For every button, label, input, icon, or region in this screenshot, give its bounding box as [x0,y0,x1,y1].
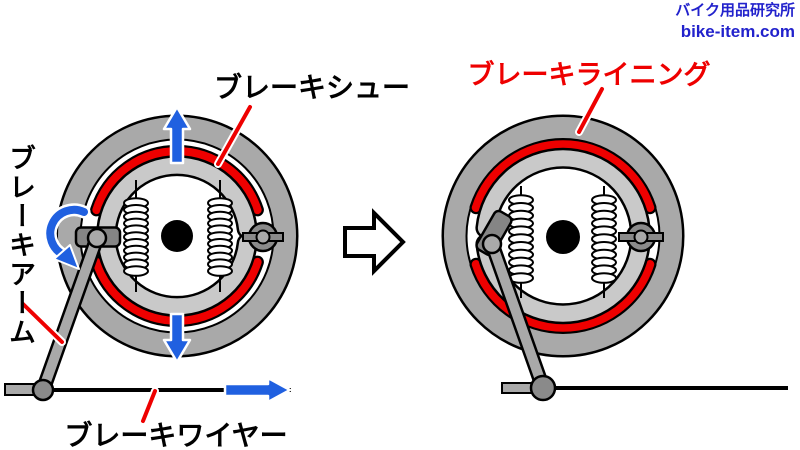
brake-arm [487,239,548,393]
return-spring-left [123,197,149,277]
pointer-lines [19,85,606,425]
return-spring-right [207,197,233,277]
cam-rotation-arrow [43,203,91,270]
arm-wire-joint [529,374,557,402]
brake-lining-label: ブレーキライニング [467,60,711,90]
brake-lining-bottom [471,260,655,332]
wire-pull-arrow [223,376,292,404]
return-spring-right [591,194,617,284]
pointer-line-brake-shoe [216,105,252,166]
arm-cam-joint [481,233,503,255]
axle [161,220,193,252]
brake-shoe-top [477,150,649,236]
brake-shoe-label: ブレーキシュー [213,72,410,103]
brake-arm-label: ブレーキアーム [5,144,35,347]
site-name: バイク用品研究所 [675,2,795,19]
site-url: bike-item.com [680,21,795,41]
right-drum-engaged [441,114,788,402]
anchor-pivot [618,221,664,253]
brake-shoe-top [98,157,256,237]
brake-arm [38,233,102,395]
pointer-line-brake-lining [577,87,604,134]
pointer-line-brake-wire [141,389,157,423]
brake-lining-top [471,140,655,212]
expand-arrow-up [162,105,192,165]
pointer-line-brake-arm [21,302,64,344]
transition-arrow [343,208,406,276]
anchor-pivot [242,221,284,253]
return-spring-left [508,194,534,284]
axle [546,220,580,254]
left-drum-released [4,105,299,404]
drum-ring [444,117,682,355]
brake-wire-label: ブレーキワイヤー [64,420,288,450]
arm-wire-joint [31,378,55,402]
arm-cam-joint [86,227,108,249]
brake-shoe-bottom [98,235,256,315]
expand-arrow-down [162,312,192,364]
site-watermark: バイク用品研究所 bike-item.com [675,2,795,42]
